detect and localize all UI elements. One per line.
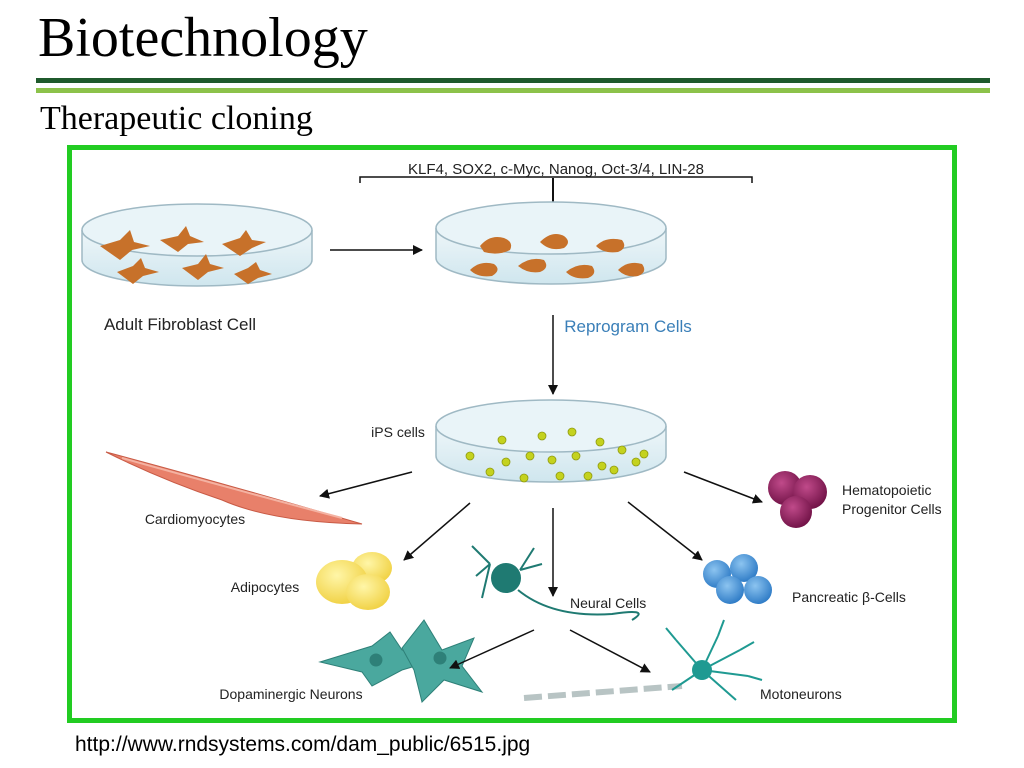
hematopoietic-label-2: Progenitor Cells xyxy=(842,501,942,517)
pancreatic-label: Pancreatic β-Cells xyxy=(792,589,906,605)
adult-fibroblast-label: Adult Fibroblast Cell xyxy=(104,315,256,334)
motoneuron xyxy=(523,619,763,701)
factor-label: KLF4, SOX2, c-Myc, Nanog, Oct-3/4, LIN-2… xyxy=(408,161,704,178)
hematopoietic-label-1: Hematopoietic xyxy=(842,482,932,498)
title-divider-dark xyxy=(36,78,990,83)
pancreatic-cells xyxy=(703,554,772,604)
source-link[interactable]: http://www.rndsystems.com/dam_public/651… xyxy=(75,733,531,756)
slide-subtitle: Therapeutic cloning xyxy=(40,100,313,137)
dopaminergic-neurons xyxy=(318,619,484,703)
title-divider-light xyxy=(36,88,990,93)
adipocytes-label: Adipocytes xyxy=(231,579,299,595)
ips-label: iPS cells xyxy=(371,424,425,440)
neural-cell xyxy=(471,545,640,621)
arrow-ips-to-cardiomyocytes xyxy=(319,471,413,499)
arrow-ips-to-pancreatic xyxy=(627,501,703,561)
arrow-ips-to-adipocytes xyxy=(403,502,471,561)
dish-adult-fibroblast xyxy=(81,203,313,287)
adipocyte-cells xyxy=(316,552,392,610)
diagram-frame: KLF4, SOX2, c-Myc, Nanog, Oct-3/4, LIN-2… xyxy=(67,145,957,723)
reprogram-label: Reprogram Cells xyxy=(564,317,692,336)
therapeutic-cloning-diagram: KLF4, SOX2, c-Myc, Nanog, Oct-3/4, LIN-2… xyxy=(81,161,942,703)
hematopoietic-cells xyxy=(768,471,827,528)
neural-label: Neural Cells xyxy=(570,595,646,611)
arrow-neural-to-dopaminergic xyxy=(449,629,535,669)
cardiomyocyte-cell xyxy=(105,451,363,525)
arrow-neural-to-motoneurons xyxy=(569,629,651,673)
ips-colonies xyxy=(465,427,649,483)
factor-bracket xyxy=(359,176,753,183)
slide-title: Biotechnology xyxy=(38,7,368,69)
fibroblast-cells xyxy=(100,226,272,284)
motoneurons-label: Motoneurons xyxy=(760,686,842,702)
reprogramming-cells xyxy=(470,234,645,279)
cardiomyocytes-label: Cardiomyocytes xyxy=(145,511,245,527)
arrow-ips-to-hematopoietic xyxy=(683,471,763,504)
dish-ips-cells xyxy=(435,399,667,483)
dopaminergic-label: Dopaminergic Neurons xyxy=(219,686,362,702)
dish-reprogramming xyxy=(435,201,667,285)
